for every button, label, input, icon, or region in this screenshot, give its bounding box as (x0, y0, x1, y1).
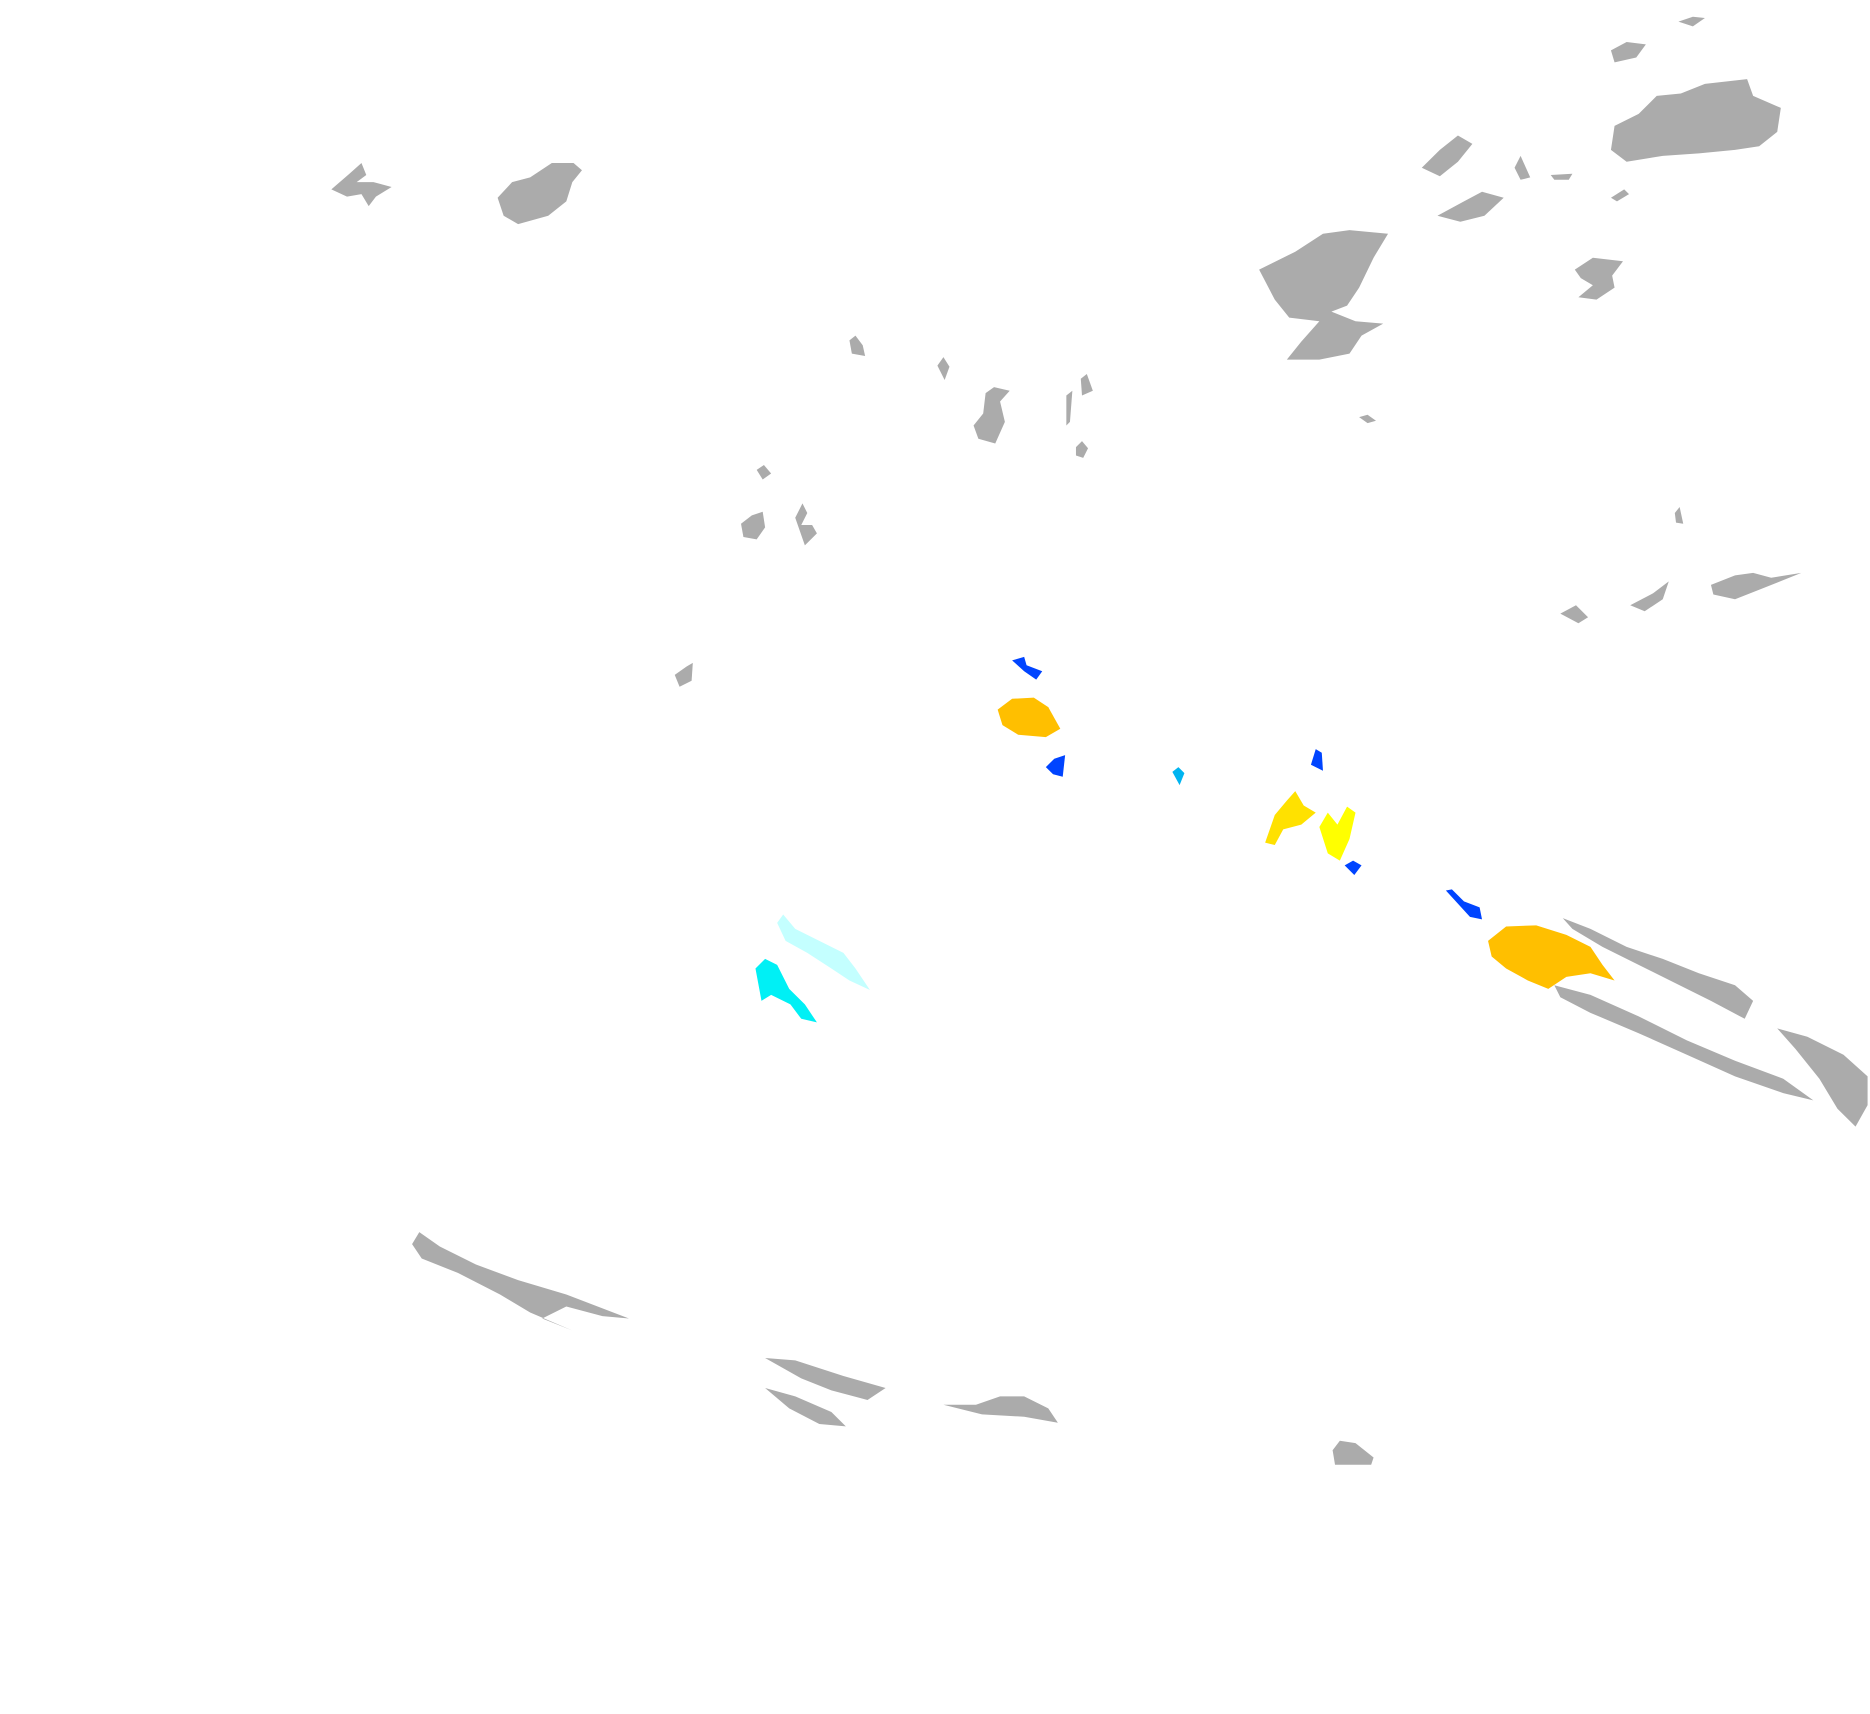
orange-region (997, 697, 1061, 738)
gray-region (943, 1396, 1058, 1423)
gray-region (1550, 173, 1573, 180)
gray-region (795, 503, 817, 546)
gray-region (1554, 985, 1814, 1101)
gray-region (1610, 189, 1630, 202)
orange-region (1488, 925, 1615, 989)
blue-region (1310, 749, 1323, 771)
gray-region (1777, 1028, 1868, 1127)
gray-region (1710, 572, 1802, 600)
blue-region (1012, 656, 1043, 680)
gray-region (1610, 41, 1646, 63)
gray-region (1332, 1440, 1374, 1465)
gray-region (765, 1358, 886, 1400)
light-cyan-region (777, 914, 870, 991)
gray-region (674, 662, 693, 687)
gray-region (1066, 390, 1073, 426)
gray-region (1259, 230, 1389, 360)
gray-region (412, 1232, 629, 1331)
gray-region (1075, 441, 1089, 458)
blue-region (1045, 755, 1066, 777)
colored-regions (755, 656, 1615, 1023)
gray-region (331, 163, 392, 207)
gray-regions (331, 16, 1868, 1465)
cyan-region (755, 958, 817, 1023)
gray-region (1514, 155, 1531, 180)
gray-region (1574, 257, 1623, 300)
gray-region (1421, 135, 1473, 177)
gray-region (497, 163, 582, 225)
yellow-region (1319, 806, 1356, 861)
gray-region (937, 357, 950, 380)
gray-region (1674, 507, 1684, 524)
gold-yellow-region (1265, 791, 1316, 846)
gray-region (1080, 373, 1093, 396)
gray-region (1630, 581, 1669, 612)
gray-region (1359, 414, 1376, 424)
blue-region (1344, 860, 1362, 875)
gray-region (1560, 605, 1589, 624)
gray-region (1437, 191, 1504, 222)
gray-region (1562, 918, 1754, 1019)
gray-region (765, 1387, 846, 1427)
sky-blue-region (1172, 767, 1185, 786)
gray-region (849, 335, 866, 356)
gray-region (756, 465, 772, 480)
gray-region (1678, 16, 1705, 27)
blue-region (1445, 889, 1483, 920)
gray-region (973, 387, 1010, 444)
gray-region (741, 511, 766, 540)
gray-region (1610, 79, 1781, 162)
